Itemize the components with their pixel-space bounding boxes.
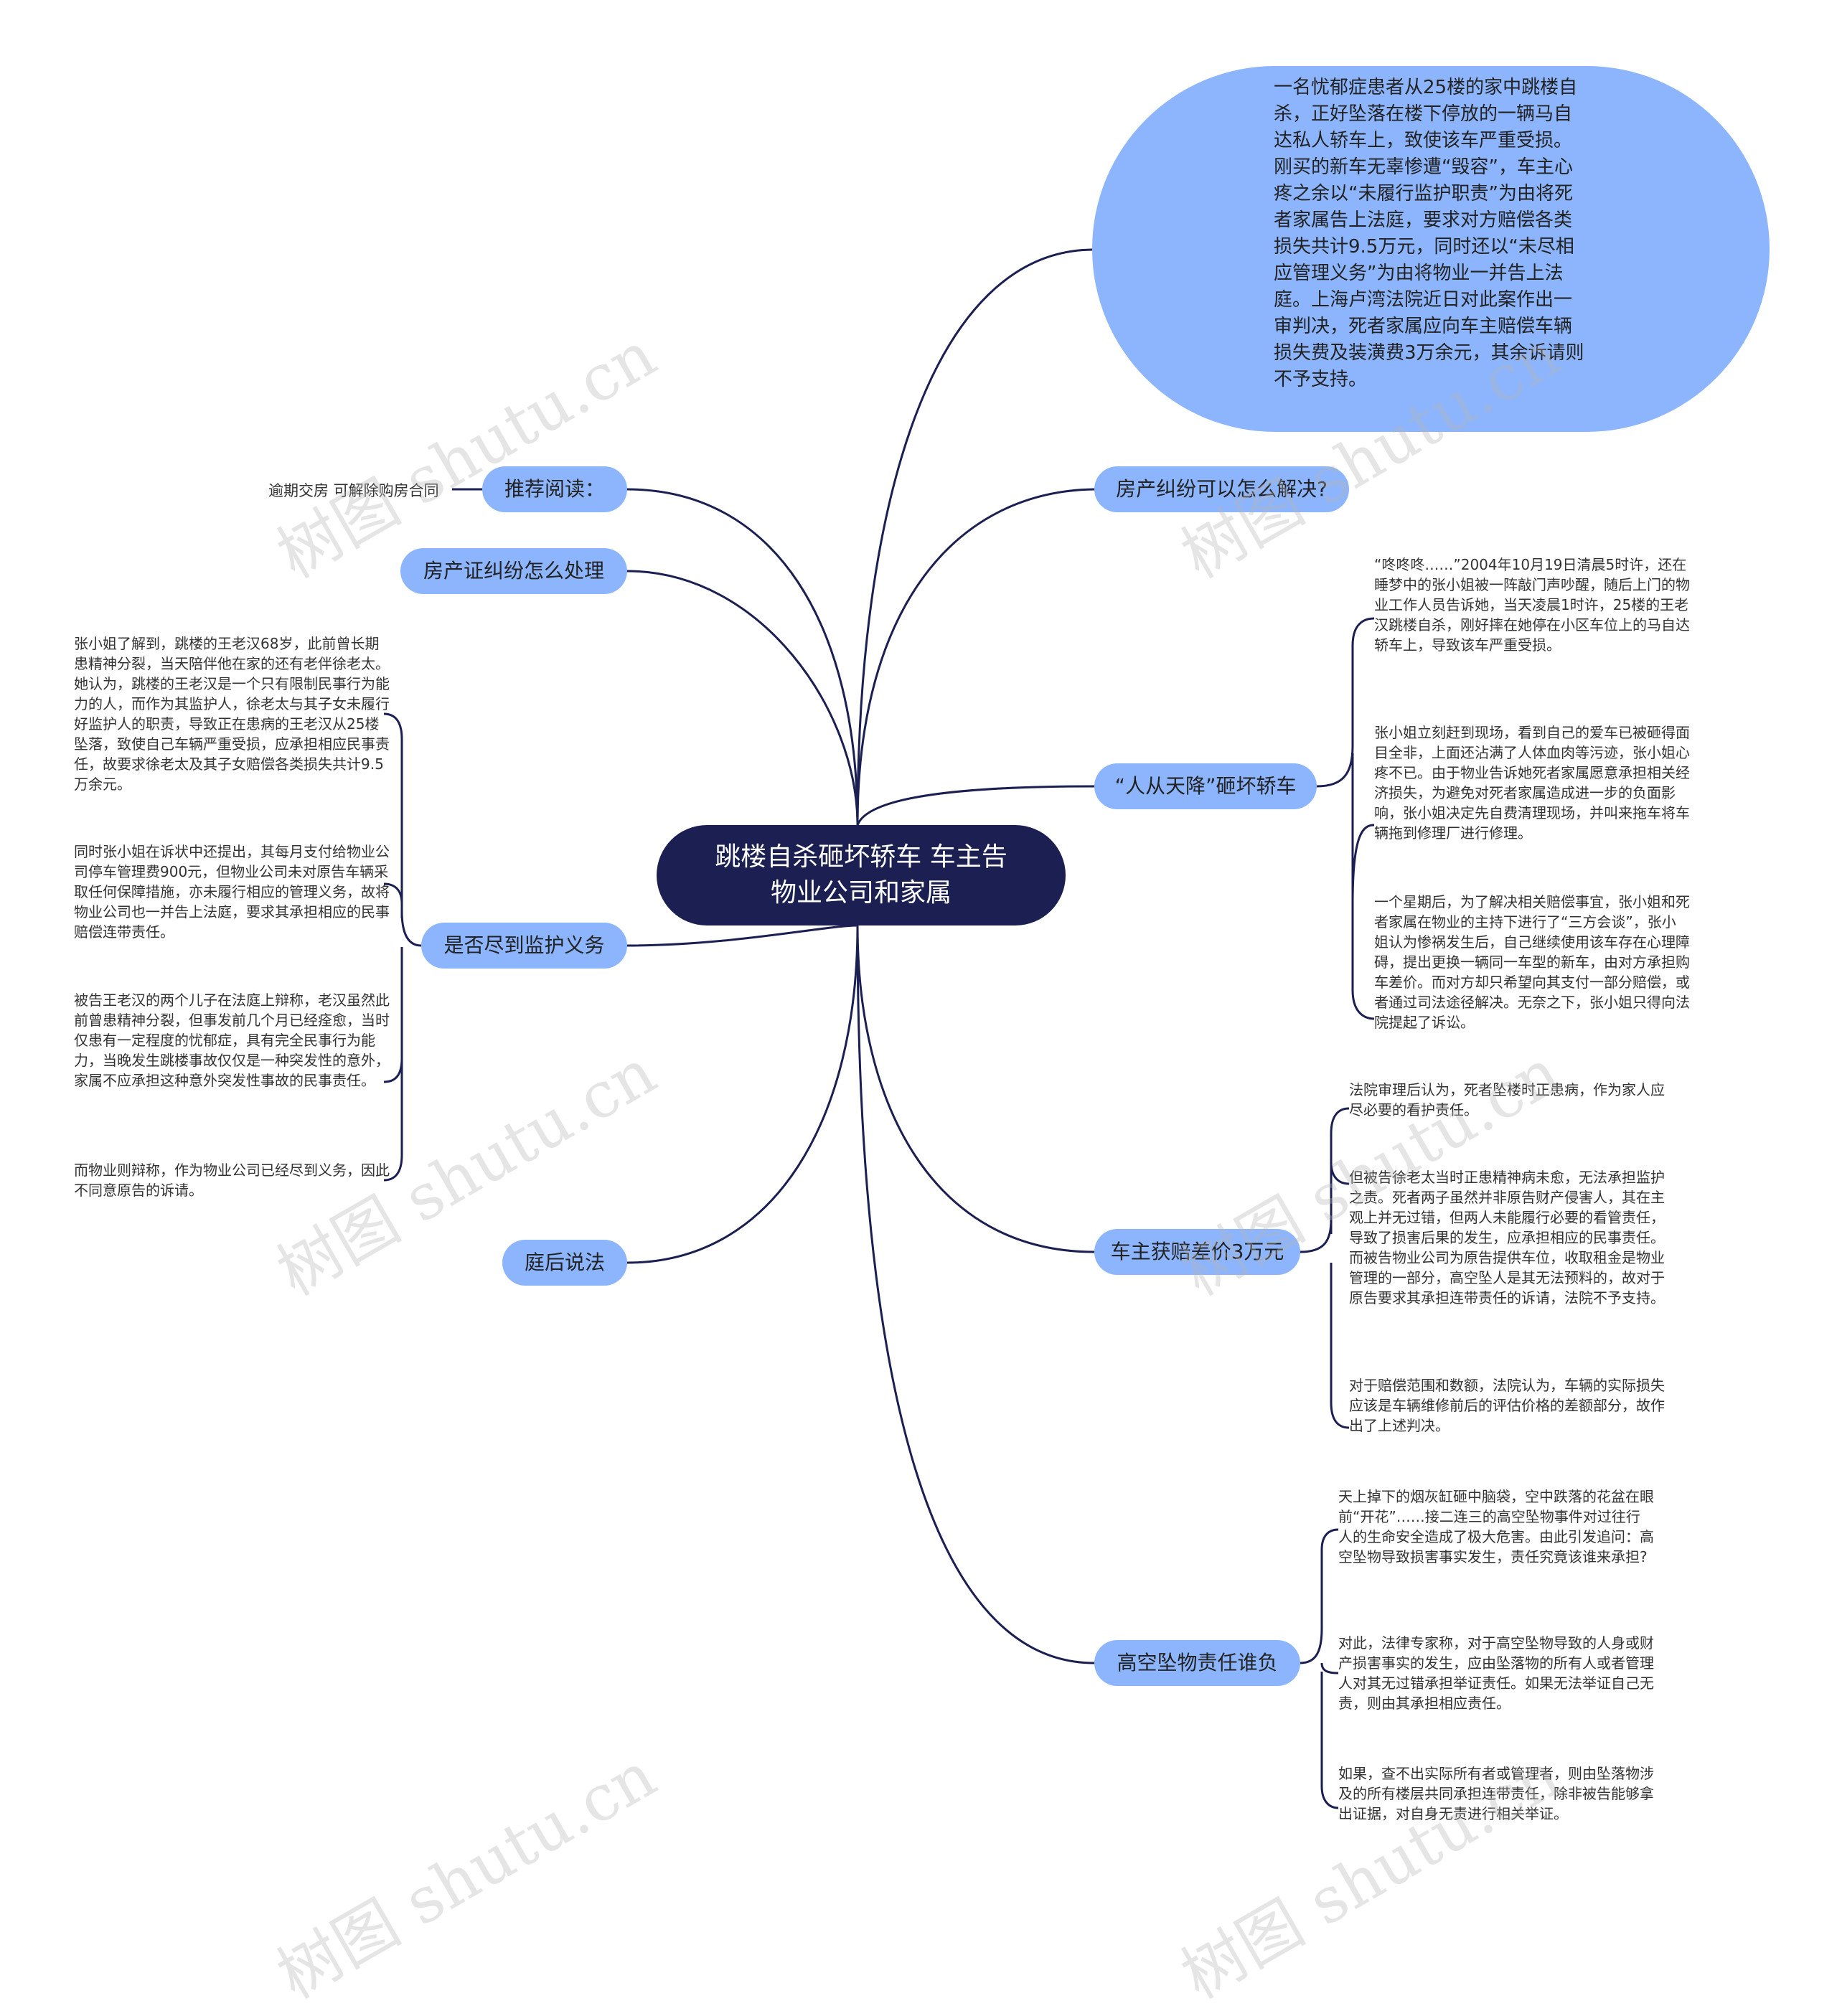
note-falling-objects-2: 对此，法律专家称，对于高空坠物导致的人身或财产损害事实的发生，应由坠落物的所有人… bbox=[1338, 1634, 1654, 1712]
note-compensation-2: 但被告徐老太当时正患精神病未愈，无法承担监护之责。死者两子虽然并非原告财产侵害人… bbox=[1349, 1169, 1665, 1306]
note-compensation-1: 法院审理后认为，死者坠楼时正患病，作为家人应尽必要的看护责任。 bbox=[1349, 1081, 1665, 1118]
node-falling-person[interactable]: “人从天降”砸坏轿车 bbox=[1094, 763, 1317, 809]
note-guardian-duty-2: 同时张小姐在诉状中还提出，其每月支付给物业公司停车管理费900元，但物业公司未对… bbox=[74, 843, 390, 941]
connector-lines bbox=[383, 248, 1375, 1809]
note-falling-objects-1: 天上掉下的烟灰缸砸中脑袋，空中跌落的花盆在眼前“开花”……接二连三的高空坠物事件… bbox=[1338, 1488, 1654, 1565]
note-falling-person-1: “咚咚咚……”2004年10月19日清晨5时许，还在睡梦中的张小姐被一阵敲门声吵… bbox=[1374, 556, 1690, 654]
note-compensation-3: 对于赔偿范围和数额，法院认为，车辆的实际损失应该是车辆维修前后的评估价格的差额部… bbox=[1349, 1377, 1665, 1434]
node-post-trial[interactable]: 庭后说法 bbox=[502, 1240, 627, 1286]
node-compensation[interactable]: 车主获赔差价3万元 bbox=[1094, 1229, 1300, 1275]
node-guardian-duty[interactable]: 是否尽到监护义务 bbox=[421, 923, 627, 969]
node-certificate-dispute[interactable]: 房产证纠纷怎么处理 bbox=[400, 548, 627, 594]
note-guardian-duty-4: 而物业则辩称，作为物业公司已经尽到义务，因此不同意原告的诉请。 bbox=[74, 1162, 390, 1199]
note-falling-person-3: 一个星期后，为了解决相关赔偿事宜，张小姐和死者家属在物业的主持下进行了“三方会谈… bbox=[1374, 893, 1690, 1031]
leaf-recommended-article[interactable]: 逾期交房 可解除购房合同 bbox=[268, 482, 439, 499]
node-recommended[interactable]: 推荐阅读： bbox=[482, 466, 627, 512]
summary-bubble bbox=[1092, 66, 1770, 432]
node-property-dispute[interactable]: 房产纠纷可以怎么解决? bbox=[1094, 466, 1349, 512]
note-guardian-duty-3: 被告王老汉的两个儿子在法庭上辩称，老汉虽然此前曾患精神分裂，但事发前几个月已经痊… bbox=[74, 991, 390, 1089]
summary-text: 一名忧郁症患者从25楼的家中跳楼自杀，正好坠落在楼下停放的一辆马自达私人轿车上，… bbox=[1274, 77, 1584, 390]
note-falling-person-2: 张小姐立刻赶到现场，看到自己的爱车已被砸得面目全非，上面还沾满了人体血肉等污迹，… bbox=[1374, 724, 1690, 842]
node-falling-objects[interactable]: 高空坠物责任谁负 bbox=[1094, 1640, 1300, 1686]
root-topic[interactable]: 跳楼自杀砸坏轿车 车主告 物业公司和家属 bbox=[657, 825, 1066, 925]
note-falling-objects-3: 如果，查不出实际所有者或管理者，则由坠落物涉及的所有楼层共同承担连带责任，除非被… bbox=[1338, 1765, 1654, 1822]
note-guardian-duty-1: 张小姐了解到，跳楼的王老汉68岁，此前曾长期患精神分裂，当天陪伴他在家的还有老伴… bbox=[74, 635, 390, 793]
